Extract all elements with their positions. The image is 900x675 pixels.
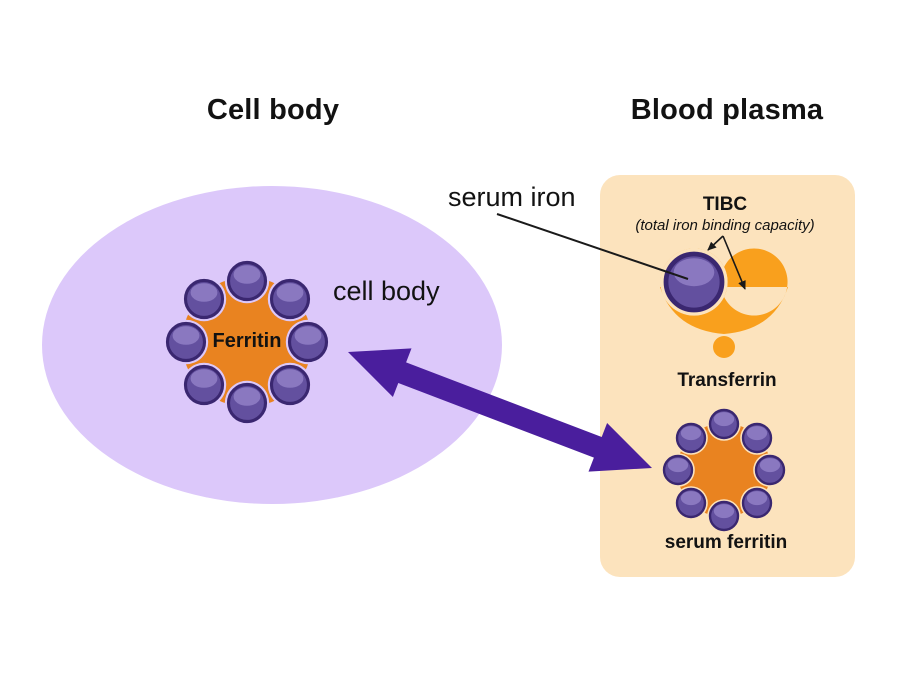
iron-sphere-icon <box>673 420 709 456</box>
ferritin-label: Ferritin <box>212 330 282 352</box>
iron-sphere-icon <box>739 420 775 456</box>
ferritin-complex <box>162 257 332 427</box>
iron-sphere-icon <box>223 257 271 305</box>
serum-iron-leader-line <box>496 213 689 280</box>
iron-sphere-icon <box>223 379 271 427</box>
iron-sphere-icon <box>180 275 228 323</box>
iron-sphere-icon <box>752 452 788 488</box>
serum-iron-sphere-icon <box>660 248 727 315</box>
cell-body-label: cell body <box>333 276 440 306</box>
exchange-double-arrow-icon <box>348 348 652 472</box>
tibc-arrow-left-icon <box>707 235 724 251</box>
iron-sphere-icon <box>739 485 775 521</box>
iron-sphere-icon <box>266 361 314 409</box>
tibc-full-label: (total iron binding capacity) <box>635 217 815 234</box>
iron-sphere-icon <box>266 275 314 323</box>
tibc-label: TIBC <box>702 194 748 215</box>
blood-plasma-title: Blood plasma <box>630 94 824 126</box>
transferrin-shape <box>660 248 788 358</box>
transferrin-dot-icon <box>713 336 735 358</box>
iron-sphere-icon <box>673 485 709 521</box>
tibc-arrow-right-icon <box>722 235 746 290</box>
serum-ferritin-label: serum ferritin <box>664 532 788 553</box>
iron-sphere-icon <box>706 406 742 442</box>
cell-body-title: Cell body <box>206 94 340 126</box>
iron-sphere-icon <box>660 452 696 488</box>
serum-ferritin-complex <box>660 406 788 534</box>
iron-sphere-icon <box>180 361 228 409</box>
transferrin-label: Transferrin <box>677 370 777 391</box>
serum-iron-label: serum iron <box>448 182 576 212</box>
iron-sphere-icon <box>706 498 742 534</box>
